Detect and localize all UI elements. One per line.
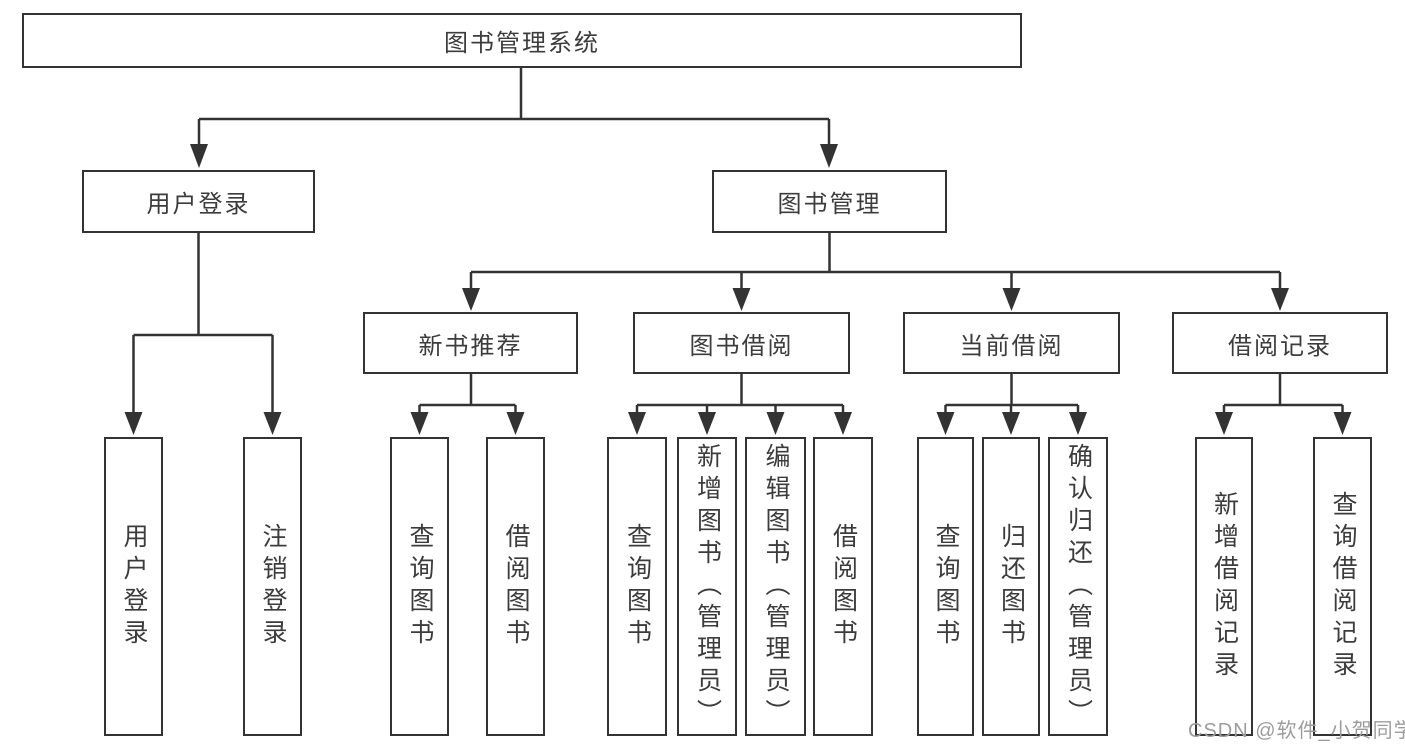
node-current-borrowing: 当前借阅 [903,312,1120,374]
leaf-records-add-borrow-record-label: 新增借阅记录 [1210,490,1239,683]
leaf-logout: 注销登录 [243,437,302,736]
node-book-management: 图书管理 [712,170,947,233]
tree-edges [132,68,1344,412]
leaf-records-add-borrow-record: 新增借阅记录 [1195,437,1253,736]
leaf-current-return-books: 归还图书 [982,437,1040,736]
node-root-system: 图书管理系统 [22,13,1022,68]
leaf-borrow-add-books-admin-label: 新增图书（管理员） [693,442,722,731]
leaf-user-login: 用户登录 [104,437,163,736]
leaf-borrow-borrow-books-label: 借阅图书 [829,522,858,651]
leaf-newbook-query-books: 查询图书 [390,437,449,736]
leaf-borrow-query-books: 查询图书 [607,437,667,736]
leaf-user-login-label: 用户登录 [120,522,148,651]
leaf-current-return-books-label: 归还图书 [997,522,1026,651]
leaf-records-query-borrow-record: 查询借阅记录 [1313,437,1372,736]
arrow-heads [124,144,1352,435]
leaf-records-query-borrow-record-label: 查询借阅记录 [1329,490,1357,683]
leaf-borrow-edit-books-admin-label: 编辑图书（管理员） [762,442,790,731]
leaf-borrow-edit-books-admin: 编辑图书（管理员） [745,437,806,736]
leaf-current-query-books: 查询图书 [917,437,974,736]
leaf-borrow-borrow-books: 借阅图书 [813,437,873,736]
leaf-current-confirm-return-admin-label: 确认归还（管理员） [1064,442,1093,731]
leaf-current-query-books-label: 查询图书 [932,522,960,651]
node-new-book-recommend: 新书推荐 [363,312,578,374]
leaf-newbook-borrow-books: 借阅图书 [486,437,545,736]
node-book-borrowing: 图书借阅 [633,312,850,374]
node-borrowing-records: 借阅记录 [1172,312,1388,374]
leaf-newbook-query-books-label: 查询图书 [406,522,434,651]
leaf-newbook-borrow-books-label: 借阅图书 [502,522,530,651]
leaf-borrow-add-books-admin: 新增图书（管理员） [677,437,737,736]
leaf-borrow-query-books-label: 查询图书 [623,522,652,651]
leaf-logout-label: 注销登录 [259,522,287,651]
node-user-login: 用户登录 [82,170,315,233]
csdn-watermark: CSDN @软件_小贺同学 [1188,720,1405,742]
leaf-current-confirm-return-admin: 确认归还（管理员） [1048,437,1108,736]
